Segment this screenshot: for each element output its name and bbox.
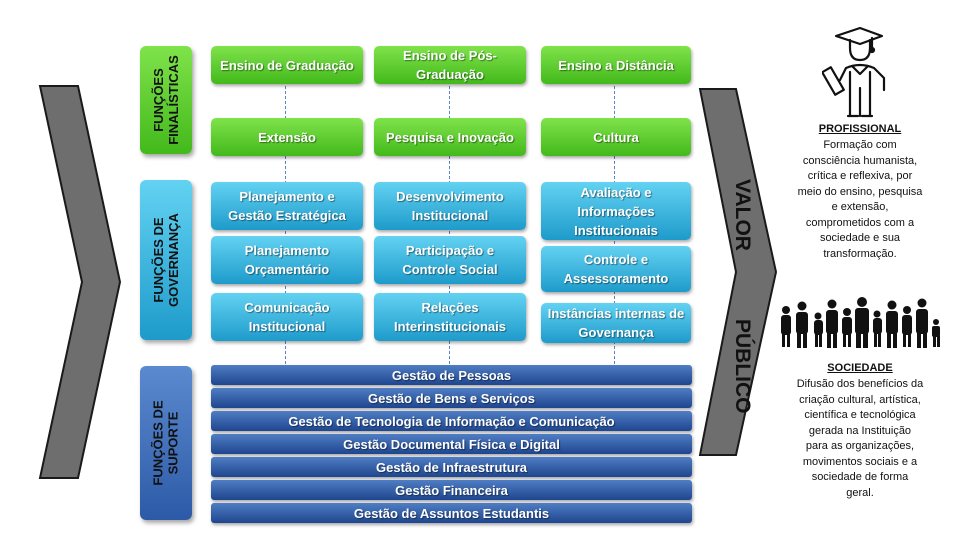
box-desenvolvimento-institucional: Desenvolvimento Institucional xyxy=(374,182,526,230)
box-controle-assessoramento: Controle e Assessoramento xyxy=(541,246,691,292)
box-participacao-controle-social: Participação e Controle Social xyxy=(374,236,526,284)
box-instancias-governanca: Instâncias internas de Governança xyxy=(541,303,691,343)
crowd-icon xyxy=(781,297,940,348)
box-avaliacao-informacoes: Avaliação e Informações Institucionais xyxy=(541,182,691,240)
bar-gestao-bens-servicos: Gestão de Bens e Serviços xyxy=(211,388,692,408)
sociedade-text: Difusão dos benefícios da criação cultur… xyxy=(796,378,924,499)
box-extensao: Extensão xyxy=(211,118,363,156)
box-ensino-pos-graduacao: Ensino de Pós- Graduação xyxy=(374,46,526,84)
sociedade-title: SOCIEDADE xyxy=(827,362,893,374)
box-relacoes-interinstitucionais: Relações Interinstitucionais xyxy=(374,293,526,341)
label-funcoes-finalisticas: FUNÇÕES FINALÍSTICAS xyxy=(140,46,192,154)
left-chevron-arrow xyxy=(38,85,122,479)
bar-gestao-pessoas: Gestão de Pessoas xyxy=(211,365,692,385)
arrow-word-valor: VALOR xyxy=(731,179,754,251)
bar-gestao-financeira: Gestão Financeira xyxy=(211,480,692,500)
box-cultura: Cultura xyxy=(541,118,691,156)
box-planejamento-orcamentario: Planejamento Orçamentário xyxy=(211,236,363,284)
box-ensino-distancia: Ensino a Distância xyxy=(541,46,691,84)
box-ensino-graduacao: Ensino de Graduação xyxy=(211,46,363,84)
bar-gestao-documental: Gestão Documental Física e Digital xyxy=(211,434,692,454)
box-planejamento-gestao-estrategica: Planejamento e Gestão Estratégica xyxy=(211,182,363,230)
label-funcoes-suporte: FUNÇÕES DE SUPORTE xyxy=(140,366,192,520)
right-chevron-arrow xyxy=(698,88,778,456)
profissional-title: PROFISSIONAL xyxy=(818,123,902,135)
profissional-text: Formação com consciência humanista, crít… xyxy=(797,139,923,260)
graduate-icon xyxy=(822,26,886,118)
bar-gestao-tic: Gestão de Tecnologia de Informação e Com… xyxy=(211,411,692,431)
bar-gestao-assuntos-estudantis: Gestão de Assuntos Estudantis xyxy=(211,503,692,523)
arrow-word-publico: PÚBLICO xyxy=(731,319,754,414)
box-pesquisa-inovacao: Pesquisa e Inovação xyxy=(374,118,526,156)
bar-gestao-infraestrutura: Gestão de Infraestrutura xyxy=(211,457,692,477)
label-funcoes-governanca: FUNÇÕES DE GOVERNANÇA xyxy=(140,180,192,340)
box-comunicacao-institucional: Comunicação Institucional xyxy=(211,293,363,341)
